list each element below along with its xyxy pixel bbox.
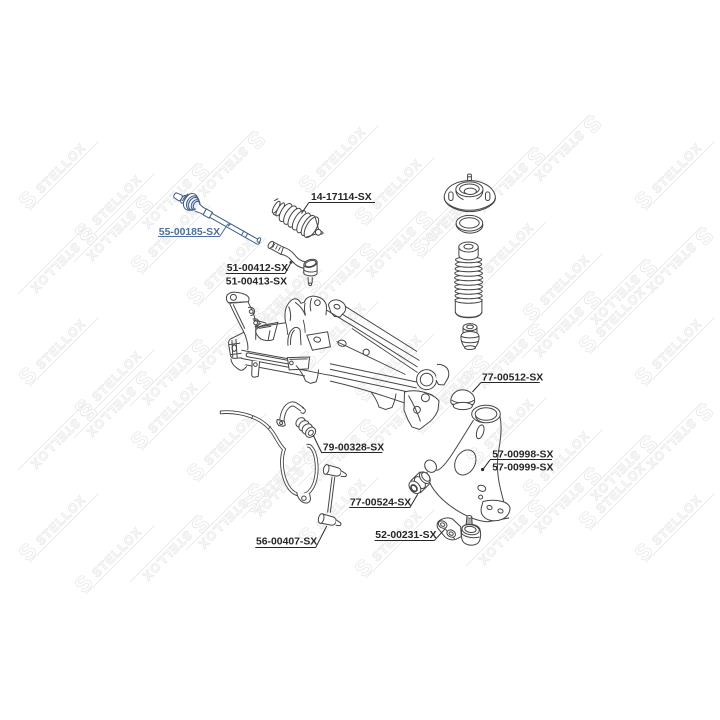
svg-text:51-00412-SX: 51-00412-SX [227,263,288,274]
svg-text:55-00185-SX: 55-00185-SX [159,227,220,238]
svg-text:52-00231-SX: 52-00231-SX [375,530,436,541]
svg-text:77-00524-SX: 77-00524-SX [350,497,411,508]
svg-text:14-17114-SX: 14-17114-SX [311,192,372,203]
svg-text:57-00998-SX: 57-00998-SX [492,449,553,460]
svg-text:79-00328-SX: 79-00328-SX [323,443,384,454]
svg-text:57-00999-SX: 57-00999-SX [492,463,553,474]
svg-text:56-00407-SX: 56-00407-SX [256,536,317,547]
svg-text:51-00413-SX: 51-00413-SX [226,277,287,288]
svg-text:77-00512-SX: 77-00512-SX [482,372,543,383]
